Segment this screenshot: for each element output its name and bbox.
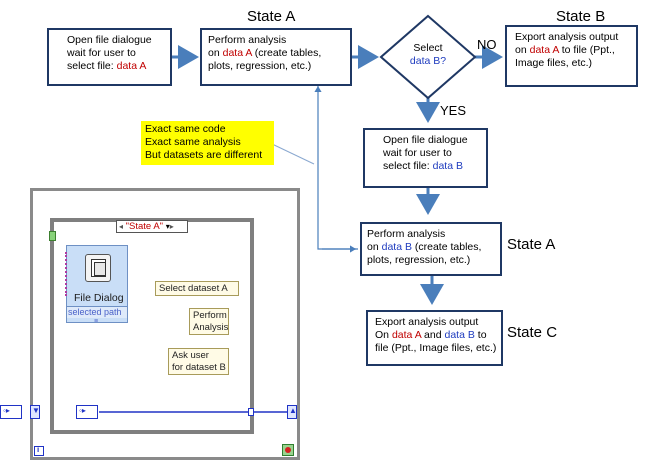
box-text: (create tables, bbox=[251, 47, 322, 59]
string-const-select-dataset[interactable]: Select dataset A bbox=[155, 281, 239, 296]
state-label-a-mid: State A bbox=[507, 236, 556, 253]
stop-condition-icon[interactable] bbox=[282, 444, 294, 456]
box-text: wait for user to bbox=[383, 147, 452, 159]
file-dialog-title: File Dialog bbox=[74, 292, 124, 304]
box-text: on bbox=[367, 241, 382, 253]
box-text: select file: bbox=[67, 60, 117, 72]
string-const-perform-analysis[interactable]: Perform Analysis bbox=[189, 308, 229, 335]
case-tunnel bbox=[248, 408, 254, 416]
const-text: for dataset B bbox=[172, 362, 226, 373]
box-text: to file (Ppt., bbox=[558, 44, 615, 56]
box-text: Perform analysis bbox=[367, 228, 446, 240]
box-text: file (Ppt., Image files, etc.) bbox=[375, 342, 497, 354]
state-label-c: State C bbox=[507, 324, 558, 341]
note-pointer bbox=[269, 142, 315, 165]
box-text: select file: bbox=[383, 160, 433, 172]
decision-line: Select bbox=[413, 42, 443, 54]
data-b-ref: data B bbox=[444, 329, 475, 341]
box-text: Export analysis output bbox=[375, 316, 479, 328]
box-text: Export analysis output bbox=[515, 31, 619, 43]
decision-text: Select data B? bbox=[398, 42, 458, 68]
note-line: But datasets are different bbox=[145, 149, 263, 161]
const-text: Analysis bbox=[193, 322, 229, 333]
expand-handle-icon[interactable]: ≡ bbox=[94, 318, 99, 325]
box-text: wait for user to bbox=[67, 47, 136, 59]
export-output-ab-box: Export analysis output On data A and dat… bbox=[366, 310, 503, 366]
selected-path-output[interactable]: selected path bbox=[67, 306, 127, 318]
data-a-ref: data A bbox=[222, 47, 252, 59]
case-dropdown-icon[interactable]: ▾ bbox=[165, 222, 170, 231]
shift-register-right[interactable]: ▲ bbox=[287, 405, 297, 419]
case-increment-icon[interactable]: ▸ bbox=[169, 222, 174, 231]
box-text: Open file dialogue bbox=[383, 134, 468, 146]
box-text: Perform analysis bbox=[208, 34, 287, 46]
box-text: On bbox=[375, 329, 392, 341]
export-output-a-box: Export analysis output on data A to file… bbox=[505, 25, 638, 87]
file-dialog-icon bbox=[85, 254, 111, 282]
perform-analysis-a-box: Perform analysis on data A (create table… bbox=[200, 28, 352, 86]
box-text: Image files, etc.) bbox=[515, 57, 593, 69]
file-dialog-vi[interactable]: File Dialog selected path ≡ bbox=[65, 245, 128, 325]
arrow-down-icon: ▼ bbox=[32, 406, 40, 415]
case-selector[interactable]: ◂ "State A" ▾▸ bbox=[116, 220, 188, 233]
data-a-ref: data A bbox=[116, 60, 147, 72]
perform-analysis-b-box: Perform analysis on data B (create table… bbox=[360, 222, 502, 276]
case-selector-label: "State A" bbox=[125, 221, 164, 232]
box-text: on bbox=[208, 47, 223, 59]
box-text: on bbox=[515, 44, 530, 56]
same-code-note: Exact same code Exact same analysis But … bbox=[141, 121, 274, 165]
const-text: Ask user bbox=[172, 350, 209, 361]
note-line: Exact same analysis bbox=[145, 136, 241, 148]
box-text: (create tables, bbox=[411, 241, 482, 253]
state-label-a-top: State A bbox=[247, 8, 296, 25]
open-file-dialog-a-box: Open file dialogue wait for user to sele… bbox=[47, 28, 172, 86]
data-a-ref: data A bbox=[391, 329, 422, 341]
arrow-up-icon: ▲ bbox=[289, 406, 297, 415]
iteration-terminal: i bbox=[34, 445, 44, 456]
shift-register-left[interactable]: ▼ bbox=[30, 405, 40, 419]
box-text: Open file dialogue bbox=[67, 34, 152, 46]
yes-label: YES bbox=[440, 103, 467, 118]
data-a-ref: data A bbox=[529, 44, 559, 56]
data-b-ref: data B? bbox=[409, 55, 447, 67]
const-text: Perform bbox=[193, 310, 227, 321]
box-text: plots, regression, etc.) bbox=[208, 60, 312, 72]
open-file-dialog-b-box: Open file dialogue wait for user to sele… bbox=[363, 128, 488, 188]
loop-left-indicator bbox=[49, 231, 56, 241]
enum-constant[interactable]: ◦▸ bbox=[76, 405, 98, 419]
decision-diamond bbox=[379, 14, 477, 100]
no-label: NO bbox=[477, 37, 497, 52]
enum-control-terminal[interactable]: ◦▸ bbox=[0, 405, 22, 419]
box-text: plots, regression, etc.) bbox=[367, 254, 471, 266]
box-text: to bbox=[474, 329, 487, 341]
data-b-ref: data B bbox=[381, 241, 412, 253]
data-b-ref: data B bbox=[432, 160, 463, 172]
box-text: and bbox=[421, 329, 445, 341]
state-label-b: State B bbox=[556, 8, 606, 25]
vi-input-terminals bbox=[65, 252, 70, 296]
string-const-ask-user[interactable]: Ask user for dataset B bbox=[168, 348, 229, 375]
const-text: Select dataset A bbox=[159, 283, 228, 294]
note-line: Exact same code bbox=[145, 123, 226, 135]
case-decrement-icon[interactable]: ◂ bbox=[119, 222, 124, 231]
